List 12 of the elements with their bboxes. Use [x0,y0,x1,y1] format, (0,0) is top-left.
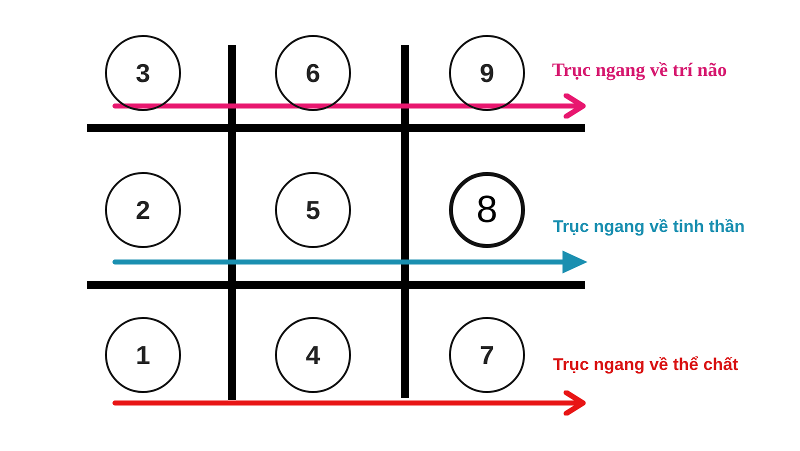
number-circle: 9 [449,35,525,111]
number-circle: 1 [105,317,181,393]
number-circle: 6 [275,35,351,111]
number-circle: 3 [105,35,181,111]
number-circle: 8 [449,172,525,248]
axis-label: Trục ngang về thể chất [553,355,738,375]
axis-label: Trục ngang về tinh thần [553,217,745,237]
number-circle: 4 [275,317,351,393]
axis-label: Trục ngang về trí não [552,60,727,82]
number-circle: 7 [449,317,525,393]
number-circle: 5 [275,172,351,248]
number-circle: 2 [105,172,181,248]
